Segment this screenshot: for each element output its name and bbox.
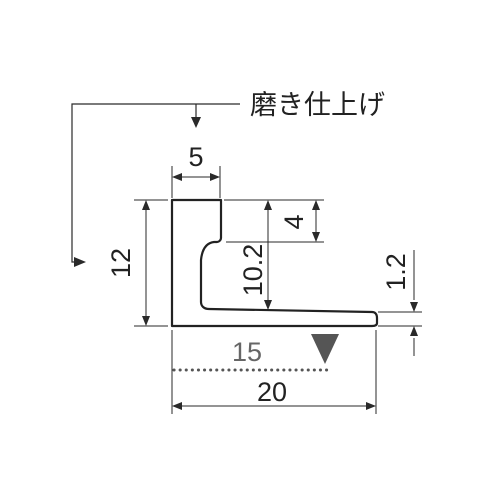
down-arrow-icon [191, 117, 201, 128]
dim-total-height [134, 199, 168, 327]
dim-inner-span-label: 15 [232, 337, 262, 367]
profile-section [170, 198, 379, 328]
dim-base-thickness-label: 1.2 [381, 253, 411, 291]
dim-total-width [171, 330, 377, 414]
dim-inner-height [224, 199, 276, 310]
dim-top-width [171, 166, 221, 198]
dim-top-depth-label: 4 [279, 214, 309, 229]
callout-leader [71, 103, 240, 267]
dim-top-depth [226, 199, 324, 243]
dim-total-width-label: 20 [257, 377, 287, 407]
triangle-marker-icon [311, 334, 339, 364]
dim-top-width-label: 5 [188, 142, 203, 172]
callout-label: 磨き仕上げ [250, 90, 385, 121]
dim-base-thickness [378, 250, 422, 356]
dim-inner-height-label: 10.2 [238, 244, 268, 297]
dim-total-height-label: 12 [106, 248, 136, 278]
